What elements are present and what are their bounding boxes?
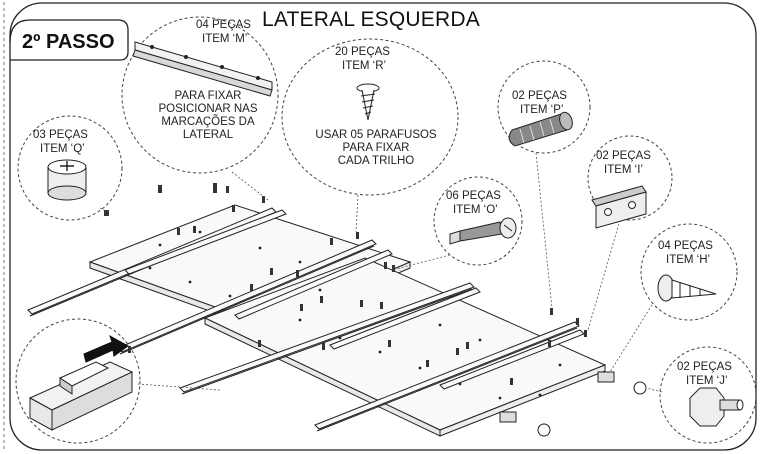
brackets xyxy=(499,371,647,437)
panel-lower xyxy=(203,257,607,437)
callout-item-r-qty: 20 PEÇAS xyxy=(335,46,390,58)
step-label: 2º PASSO xyxy=(22,31,115,53)
leader-lines xyxy=(99,152,663,393)
callout-circle-item-i xyxy=(587,135,673,221)
leveling-foot-icon xyxy=(689,387,744,427)
callout-circle-item-m xyxy=(121,16,279,174)
callout-circle-item-o xyxy=(433,176,523,266)
cam-lock-icon xyxy=(47,159,87,201)
callout-item-h-id: ITEM ‘H’ xyxy=(666,254,711,266)
arrow-icon xyxy=(83,334,129,363)
callout-item-q-qty: 03 PEÇAS xyxy=(33,129,88,141)
callout-circle-item-r xyxy=(281,38,459,196)
callout-item-r-id: ITEM ‘R’ xyxy=(342,60,387,72)
callout-item-m-qty: 04 PEÇAS xyxy=(196,19,251,31)
page-title: LATERAL ESQUERDA xyxy=(262,8,480,31)
screws xyxy=(104,183,587,385)
callout-item-p-qty: 02 PEÇAS xyxy=(512,90,567,102)
callout-item-p-id: ITEM ‘P’ xyxy=(520,104,564,116)
outer-frame xyxy=(9,2,757,451)
bracket-icon xyxy=(591,185,647,229)
callout-item-i-id: ITEM ‘I’ xyxy=(604,164,643,176)
callout-circle-item-p xyxy=(497,60,591,154)
rail-illustration-item-m xyxy=(132,41,273,97)
screw-icon xyxy=(356,83,380,121)
cam-bolt-icon xyxy=(449,217,517,245)
callout-item-m-id: ITEM ‘M’ xyxy=(202,33,248,45)
dowel-icon xyxy=(508,111,573,147)
callout-circle-item-h xyxy=(640,223,738,321)
step-tab xyxy=(9,19,129,61)
callout-circle-item-j xyxy=(659,346,757,444)
callout-item-h-qty: 04 PEÇAS xyxy=(658,240,713,252)
callout-item-o-qty: 06 PEÇAS xyxy=(446,190,501,202)
callout-item-m-note: PARA FIXAR POSICIONAR NAS MARCAÇÕES DA L… xyxy=(158,90,258,141)
callout-item-j-qty: 02 PEÇAS xyxy=(677,361,732,373)
screw-h-icon xyxy=(657,274,717,302)
callout-item-q-id: ITEM ‘Q’ xyxy=(40,143,85,155)
callout-circle-detail xyxy=(15,318,141,444)
callout-item-r-note: USAR 05 PARAFUSOS PARA FIXAR CADA TRILHO xyxy=(315,129,437,167)
callout-item-i-qty: 02 PEÇAS xyxy=(596,150,651,162)
callout-circle-item-q xyxy=(17,115,123,221)
callout-item-o-id: ITEM ‘O’ xyxy=(453,204,498,216)
callout-item-j-id: ITEM ‘J’ xyxy=(686,375,728,387)
rail-detail-illustration xyxy=(28,361,134,431)
